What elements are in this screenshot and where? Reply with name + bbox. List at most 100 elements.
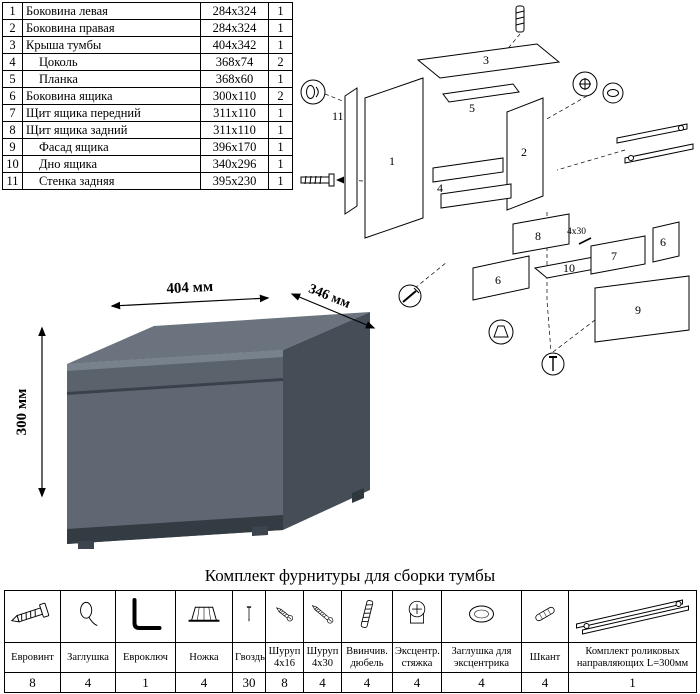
part-qty: 1 [268,36,293,54]
part-size: 396x170 [200,138,269,156]
table-row: 3 Крыша тумбы 404x342 1 [2,36,293,54]
cabinet-foot-back [352,488,364,503]
hardware-qty: 4 [60,672,116,693]
part-size: 284x324 [200,2,269,20]
hardware-qty: 4 [392,672,442,693]
screw-dowel-icon [360,599,374,629]
part-qty: 1 [268,138,293,156]
part-name: Фасад ящика [22,138,201,156]
cabinet-foot-left [78,541,94,549]
part-size: 284x324 [200,19,269,37]
panel-right-side [506,97,544,211]
width-dimension-label: 404 мм [166,279,213,297]
part-qty: 1 [268,172,293,190]
hardware-name: Ножка [175,642,233,673]
hardware-name: Заглушка [60,642,116,673]
part-qty: 1 [268,70,293,88]
euro-screw-icon [10,602,50,623]
exploded-assembly-diagram: 3 5 11 1 2 4 8 6 10 7 6 9 4x30 [300,5,694,376]
hardware-name: Шуруп 4x30 [303,642,342,673]
part-number: 3 [2,36,23,54]
hardware-name: Евроключ [115,642,176,673]
panel-drawer-side-right [652,221,680,263]
table-row: 10 Дно ящика 340x296 1 [2,155,293,173]
cam-lock-callout-icon [572,71,624,104]
cabinet-3d-view: 404 мм 346 мм 300 мм [14,279,376,549]
hardware-name: Гвоздь [232,642,266,673]
hardware-name: Ввинчив. дюбель [341,642,393,673]
hardware-names-row: Евровинт Заглушка Евроключ Ножка Гвоздь … [4,642,697,673]
panel-plinth-front [432,157,504,183]
depth-dimension-label: 346 мм [306,282,352,312]
hardware-qty: 1 [115,672,176,693]
part-name: Щит ящика задний [22,121,201,139]
dowel-callout-icon [515,5,525,33]
panel-back [344,87,358,215]
part-size: 311x110 [200,104,269,122]
exploded-screw-note: 4x30 [567,227,586,237]
part-name: Щит ящика передний [22,104,201,122]
hardware-name: Эксцентр. стяжка [392,642,442,673]
screw-small-icon [275,607,294,622]
screw-large-icon [311,604,334,624]
part-number: 8 [2,121,23,139]
part-name: Боковина правая [22,19,201,37]
part-qty: 2 [268,53,293,71]
hex-key-icon [132,598,162,630]
part-number: 6 [2,87,23,105]
part-name: Цоколь [22,53,201,71]
foot-callout-icon [488,319,514,345]
part-size: 395x230 [200,172,269,190]
table-row: 11 Стенка задняя 395x230 1 [2,172,293,190]
hardware-qty: 8 [265,672,304,693]
table-row: 9 Фасад ящика 396x170 1 [2,138,293,156]
part-size: 368x60 [200,70,269,88]
cam-lock-icon [408,600,426,624]
table-row: 2 Боковина правая 284x324 1 [2,19,293,37]
exploded-label-9: 9 [635,303,641,317]
part-number: 11 [2,172,23,190]
hardware-kit-table: Евровинт Заглушка Евроключ Ножка Гвоздь … [4,590,697,693]
panel-strip [442,83,520,103]
nail-icon [246,606,252,623]
cabinet-top-edge [67,350,283,371]
part-number: 10 [2,155,23,173]
part-name: Боковина ящика [22,87,201,105]
part-size: 311x110 [200,121,269,139]
part-qty: 1 [268,104,293,122]
part-size: 300x110 [200,87,269,105]
exploded-label-8: 8 [535,229,541,243]
part-name: Крыша тумбы [22,36,201,54]
depth-dimension-arrow [290,293,376,329]
exploded-label-6b: 6 [660,235,666,249]
part-number: 7 [2,104,23,122]
table-row: 4 Цоколь 368x74 2 [2,53,293,71]
exploded-label-2: 2 [521,145,527,159]
cabinet-foot-right [252,526,268,536]
hardware-qty-row: 8 4 1 4 30 8 4 4 4 4 4 1 [4,672,697,693]
exploded-label-3: 3 [483,53,489,67]
part-number: 2 [2,19,23,37]
exploded-label-1: 1 [389,154,395,168]
table-row: 7 Щит ящика передний 311x110 1 [2,104,293,122]
table-row: 8 Щит ящика задний 311x110 1 [2,121,293,139]
part-qty: 1 [268,2,293,20]
hardware-name: Евровинт [4,642,61,673]
panel-drawer-back [512,213,570,255]
part-name: Дно ящика [22,155,201,173]
panel-plinth-back [440,183,512,209]
hardware-name: Заглушка для эксцентрика [441,642,522,673]
drawer-slide-callout-icon [616,123,694,164]
panel-drawer-side-left [472,255,530,301]
panel-drawer-front [590,235,646,275]
parts-table: 1 Боковина левая 284x324 1 2 Боковина пр… [2,2,293,190]
height-dimension-label: 300 мм [14,389,30,436]
part-number: 5 [2,70,23,88]
hardware-qty: 4 [441,672,522,693]
table-row: 5 Планка 368x60 1 [2,70,293,88]
part-size: 368x74 [200,53,269,71]
cabinet-drawer-front [67,381,283,529]
cam-cover-icon [469,605,494,623]
hardware-name: Шкант [521,642,569,673]
part-qty: 1 [268,19,293,37]
